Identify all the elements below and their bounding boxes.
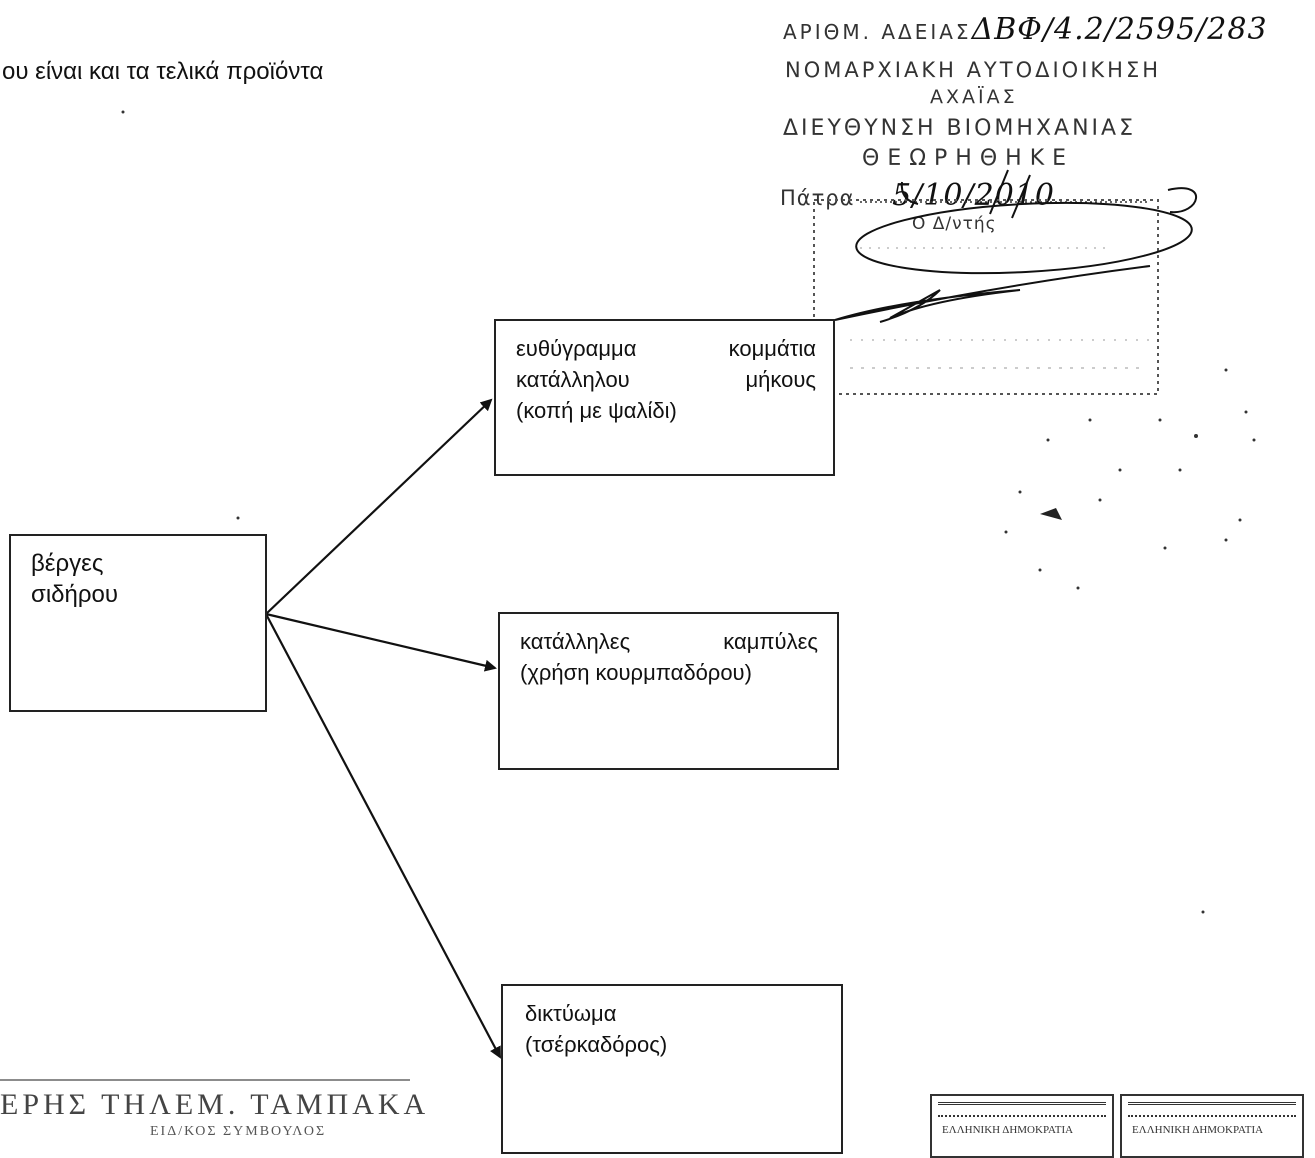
arrow-to-cut — [265, 398, 493, 615]
node-source-line: βέργες — [31, 550, 104, 577]
stamp-license-number: ΔΒΦ/4.2/2595/283 — [971, 12, 1268, 47]
stamp-office: Ο Δ/ντής — [912, 214, 997, 234]
node-mesh-line: δικτύωμα — [525, 1001, 617, 1026]
node-bend-box: κατάλληλες καμπύλες (χρήση κουρμπαδόρου) — [498, 612, 839, 770]
node-cut-box: ευθύγραμμα κομμάτια κατάλληλου μήκους (κ… — [494, 319, 835, 476]
arrow-to-mesh — [265, 613, 501, 1059]
signature-scribble — [834, 169, 1198, 323]
node-cut-text: ευθύγραμμα κομμάτια κατάλληλου μήκους (κ… — [516, 333, 816, 426]
stamp-certified: ΘΕΩΡΗΘΗΚΕ — [862, 146, 1075, 171]
node-mesh-box: δικτύωμα (τσέρκαδόρος) — [501, 984, 843, 1154]
revenue-stamp-label: ΕΛΛΗΝΙΚΗ ΔΗΜΟΚΡΑΤΙΑ — [1132, 1124, 1264, 1136]
revenue-stamp-label: ΕΛΛΗΝΙΚΗ ΔΗΜΟΚΡΑΤΙΑ — [942, 1124, 1074, 1136]
revenue-stamp: ΕΛΛΗΝΙΚΗ ΔΗΜΟΚΡΑΤΙΑ — [1120, 1094, 1304, 1158]
stamp-prefecture: ΑΧΑΪΑΣ — [930, 86, 1018, 108]
node-cut-line: ευθύγραμμα κομμάτια — [516, 336, 816, 361]
stamp-dotted-frame — [813, 199, 1159, 395]
node-source-line: σιδήρου — [31, 581, 118, 608]
arrow-to-bend — [265, 612, 497, 672]
footer-name-stamp: ΕΡΗΣ ΤΗΛΕΜ. ΤΑΜΠΑΚΑ — [0, 1088, 430, 1121]
node-bend-line: (χρήση κουρμπαδόρου) — [520, 660, 752, 685]
faint-seal-dots — [121, 110, 1256, 914]
node-bend-text: κατάλληλες καμπύλες (χρήση κουρμπαδόρου) — [520, 626, 818, 688]
stamp-authority: ΝΟΜΑΡΧΙΑΚΗ ΑΥΤΟΔΙΟΙΚΗΣΗ — [785, 58, 1162, 82]
node-bend-line: κατάλληλες καμπύλες — [520, 629, 818, 654]
node-mesh-text: δικτύωμα (τσέρκαδόρος) — [525, 998, 823, 1060]
stamp-license-prefix: ΑΡΙΘΜ. ΑΔΕΙΑΣ — [783, 20, 972, 44]
node-cut-line: (κοπή με ψαλίδι) — [516, 398, 677, 423]
stamp-directorate: ΔΙΕΥΘΥΝΣΗ ΒΙΟΜΗΧΑΝΙΑΣ — [783, 116, 1136, 141]
node-source-box: βέργες σιδήρου — [9, 534, 267, 712]
revenue-stamp: ΕΛΛΗΝΙΚΗ ΔΗΜΟΚΡΑΤΙΑ — [930, 1094, 1114, 1158]
footer-subtitle: ΕΙΔ/ΚΟΣ ΣΥΜΒΟΥΛΟΣ — [150, 1124, 327, 1139]
page-heading: ου είναι και τα τελικά προϊόντα — [2, 58, 324, 85]
node-mesh-line: (τσέρκαδόρος) — [525, 1032, 668, 1057]
node-source-text: βέργες σιδήρου — [31, 548, 231, 610]
node-cut-line: κατάλληλου μήκους — [516, 367, 816, 392]
stamp-license-line: ΑΡΙΘΜ. ΑΔΕΙΑΣΔΒΦ/4.2/2595/283 — [783, 12, 1268, 47]
stamp-place-label: Πάτρα — [780, 186, 855, 210]
